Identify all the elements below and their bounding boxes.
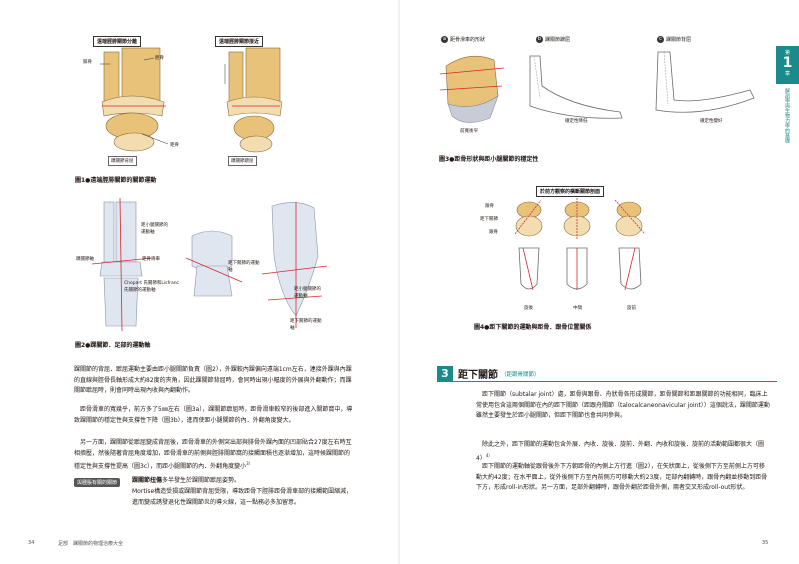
fig4-state-2: 中間: [573, 306, 582, 311]
fig1-motion-a: 踝關節背屈: [108, 156, 137, 166]
fig2-label-6: 距小腿關節的運動軸: [294, 287, 321, 299]
chapter-tab-number: 1: [782, 55, 793, 71]
fig2-label-5: 距下關節的運動軸: [228, 261, 260, 273]
left-para-3-sup: 3）: [246, 461, 253, 466]
left-running-head: 足部 踝關節的物理治療大全: [58, 541, 124, 547]
right-para-2-text: 除此之外，距下關節的運動包含外展．內收．旋後．旋前．外翻．內收和旋後．旋前的活動…: [476, 441, 765, 462]
fig2-illustration: [91, 197, 328, 332]
right-para-2: 除此之外，距下關節的運動包含外展．內收．旋後．旋前．外翻．內收和旋後．旋前的活動…: [476, 440, 770, 464]
fig2-label-4: Chopart 氏關節和Lisfranc 氏關節的運動軸: [124, 281, 180, 293]
fig2-label-3: 踝關節軸: [76, 257, 94, 262]
fig4-bone-2: 距下關節: [480, 217, 498, 222]
sidebar-label: 與腫脹有關的關節: [74, 478, 121, 487]
fig1-talus-label: 距骨: [170, 143, 179, 148]
fig3-marker-a-wrap: a 距骨滑車的形狀: [441, 36, 485, 43]
fig1-tibia-label: 脛骨: [155, 56, 164, 61]
fig3-marker-c-wrap: c 踝關節背屈: [657, 36, 691, 43]
fig2-label-2: 距骨滑車: [142, 257, 160, 262]
fig3-c-label: 踝關節背屈: [666, 37, 692, 43]
fig3-marker-a: a: [441, 36, 448, 43]
left-para-1: 踝關節的背屈．蹠屈運動主要由距小腿關節負責（圖2），外踝較內踝偏向遠端1cm左右…: [74, 366, 352, 394]
left-para-3-text: 另一方面，踝關節從蹠屈變成背屈後，距骨滑車的外側突出部與腓骨外踝內面的凹部貼合2…: [74, 439, 352, 470]
left-para-4-bold: 踝關節扭傷: [132, 477, 163, 484]
right-para-3: 距下關節的運動軸從跟骨後外下方朝距骨的內側上方行進（圖2），在矢狀面上，從後側下…: [476, 463, 768, 491]
fig4-bone-1: 跟骨: [485, 204, 494, 209]
fig1-label-a: 遠端脛腓關節分離: [93, 36, 142, 47]
fig4-bone-3: 跟骨: [489, 230, 498, 235]
left-para-2: 距骨滑車的寬幾乎，前方多了5㎜左右（圖3a），踝關節蹠屈時，距骨滑車較窄的後部進…: [74, 406, 353, 424]
chapter-tab-vertical: 解剖學與生物力學的基礎: [784, 88, 790, 143]
fig4-caption: 圖4●距下關節的運動與距骨．跟骨位置關係: [474, 324, 592, 331]
fig3-marker-c: c: [657, 36, 664, 43]
fig4-state-3: 旋前: [627, 306, 636, 311]
right-page-number: 35: [762, 540, 769, 546]
fig2-label-1: 距小腿關節的運動軸: [141, 223, 168, 235]
fig3-c-state: 穩定性變好: [700, 119, 723, 124]
right-para-1: 距下關節（subtalar joint）處，距骨與跟骨、舟狀骨各形成關節，距骨關…: [476, 391, 770, 419]
left-para-3: 另一方面，踝關節從蹠屈變成背屈後，距骨滑車的外側突出部與腓骨外踝內面的凹部貼合2…: [74, 438, 354, 473]
fig3-caption: 圖3●距骨形狀與距小腿關節的穩定性: [439, 156, 539, 163]
section-subtitle: （距跟骨關節）: [501, 371, 540, 378]
fig3-b-state: 穩定性降低: [565, 119, 588, 124]
fig4-illustration: [514, 198, 646, 291]
fig1-fibula-label: 腓骨: [83, 60, 92, 65]
fig4-state-1: 旋後: [524, 306, 533, 311]
section-number: 3: [437, 365, 453, 382]
fig3-a-label: 距骨滑車的形狀: [450, 37, 486, 43]
left-para-4-text: 多半發生於踝關節蹠屈姿勢。: [162, 477, 241, 484]
chapter-tab-suffix: 章: [784, 71, 790, 77]
fig1-label-b: 遠端脛腓關節接近: [215, 36, 264, 47]
fig3-front-label: 前寬後窄: [460, 129, 478, 134]
fig3-marker-b-wrap: b 踝關節蹠屈: [536, 36, 570, 43]
fig1-motion-b: 踝關節蹠屈: [228, 156, 257, 166]
fig3-marker-b: b: [536, 36, 543, 43]
left-para-4: 踝關節扭傷多半發生於踝關節蹠屈姿勢。: [132, 476, 354, 487]
fig1-caption: 圖1●遠端脛腓關節的關節運動: [75, 177, 157, 184]
fig2-label-7: 距下關節的運動軸: [290, 319, 322, 331]
gutter: [398, 0, 400, 564]
left-page-number: 34: [28, 540, 35, 546]
chapter-tab-label: 第: [784, 50, 790, 56]
section-title: 距下關節: [458, 370, 498, 381]
fig2-caption: 圖2●踝關節．足部的運動軸: [75, 342, 151, 349]
right-para-2-sup: 4）: [485, 452, 493, 458]
fig1-illustration: [100, 47, 283, 153]
section-header: 3 距下關節 （距跟骨關節）: [437, 365, 777, 382]
fig3-illustration: [439, 51, 755, 123]
fig3-b-label: 踝關節蹠屈: [545, 37, 571, 43]
chapter-tab: 第 1 章: [776, 46, 799, 84]
left-para-5: Mortise構造受損或踝關節背屈受限，導致距骨下脛腓距骨滑車部的接觸範圍縮減，…: [132, 488, 353, 506]
fig4-title: 於前方觀察的橫斷關節剖面: [536, 186, 605, 197]
